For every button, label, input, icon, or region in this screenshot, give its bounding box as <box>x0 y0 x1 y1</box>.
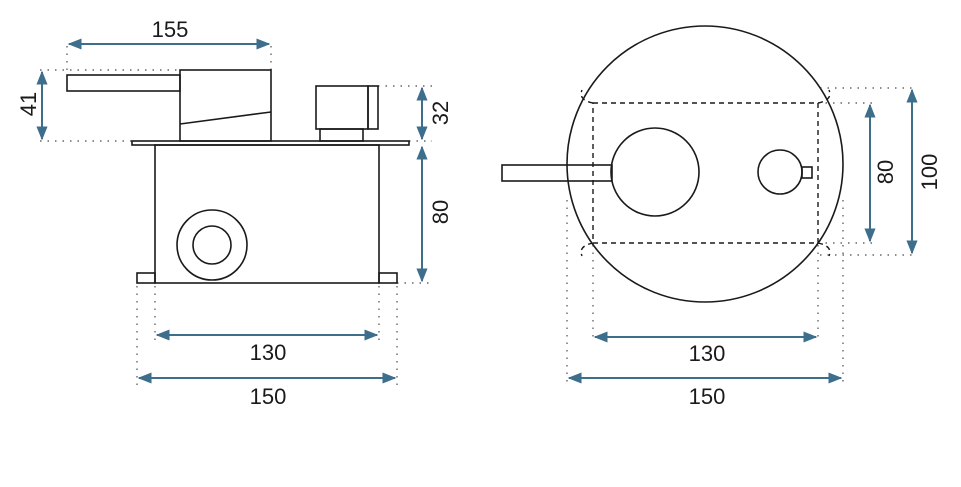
dim-label-80: 80 <box>428 200 453 224</box>
dim-label-130: 130 <box>250 340 287 365</box>
dim-label-150: 150 <box>250 384 287 409</box>
diverter-knob <box>757 149 803 195</box>
mixer-body <box>179 69 272 142</box>
dim-label-150: 150 <box>689 384 726 409</box>
mounting-foot-left <box>136 272 156 284</box>
cover-plate-round <box>566 25 844 303</box>
hidden-box-corners <box>580 89 831 257</box>
dim-label-80: 80 <box>873 160 898 184</box>
front-view: 80 100 130 150 <box>501 25 942 409</box>
dim-label-130: 130 <box>689 341 726 366</box>
mounting-foot-right <box>378 272 398 284</box>
extension-lines <box>40 46 432 385</box>
concealed-box <box>154 144 380 284</box>
extension-lines <box>566 87 914 385</box>
diverter-stem <box>319 128 364 142</box>
mixer-cartridge <box>610 127 700 217</box>
lever-handle <box>66 74 181 92</box>
hidden-box-outline <box>592 102 819 244</box>
dim-label-155: 155 <box>152 17 189 42</box>
dim-label-41: 41 <box>16 92 41 116</box>
diverter-knob-cap <box>367 85 379 130</box>
diverter-knob-tab <box>801 166 813 179</box>
body-bevel-line <box>179 111 272 125</box>
dim-label-32: 32 <box>428 101 453 125</box>
lever-handle <box>501 164 613 182</box>
side-view: 155 41 32 80 130 150 <box>16 17 453 409</box>
diverter-knob <box>315 85 369 130</box>
outlet-port-outer <box>176 209 248 281</box>
outlet-port-inner <box>192 225 232 265</box>
dim-label-100: 100 <box>917 154 942 191</box>
